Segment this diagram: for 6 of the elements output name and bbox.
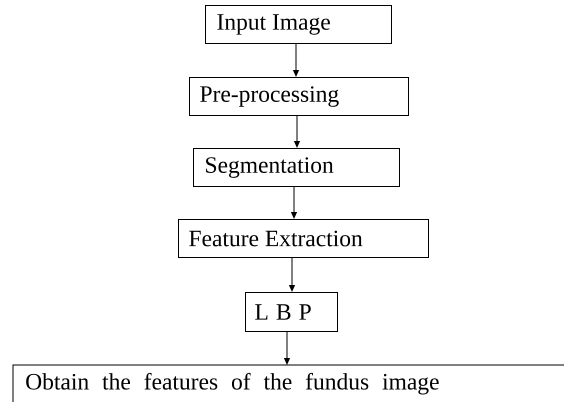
process-box: Input Image [205, 5, 392, 44]
process-box: Feature Extraction [178, 219, 429, 258]
process-box: Obtain the features of the fundus image [12, 364, 564, 402]
process-box: Segmentation [193, 148, 400, 187]
process-box: L B P [245, 292, 338, 332]
process-box: Pre-processing [189, 77, 409, 116]
